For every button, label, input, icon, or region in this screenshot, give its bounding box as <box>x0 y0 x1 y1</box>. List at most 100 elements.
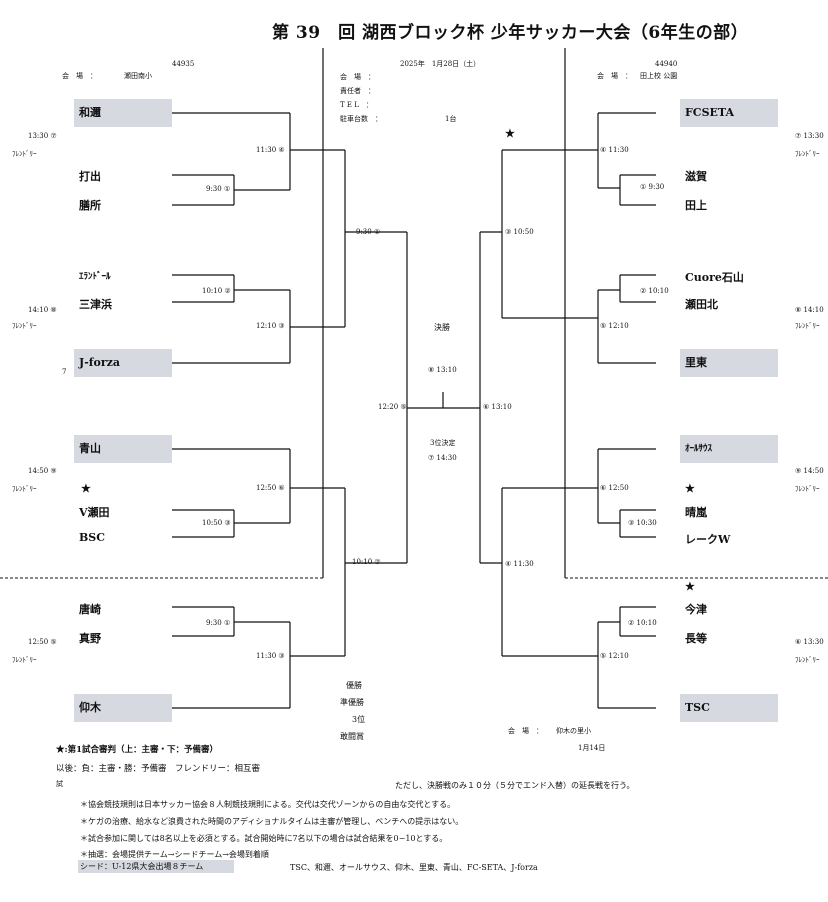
left-match-label: 10:10 ② <box>352 558 381 566</box>
award-third: 3位 <box>352 715 366 724</box>
bottom-right-date: 1月14日 <box>578 744 606 752</box>
center-date: 2025年 1月28日（土） <box>400 60 481 68</box>
left-friendly-label-2: ﾌﾚﾝﾄﾞﾘｰ <box>12 322 37 330</box>
right-match-label: ④ 11:30 <box>505 560 534 568</box>
right-match-label: ⑥ 12:50 <box>600 484 629 492</box>
left-match-label: 11:30 ③ <box>256 652 285 660</box>
left-star-1: ★ <box>81 482 91 495</box>
right-match-label: ③ 10:30 <box>628 519 657 527</box>
left-team-2: 打出 <box>79 170 101 183</box>
left-venue-label: 会 場 ： <box>62 72 97 80</box>
left-team-6: J-forza <box>74 349 172 377</box>
right-match-label: ⑤ 12:10 <box>600 322 629 330</box>
right-venue-label: 会 場 ： <box>597 72 632 80</box>
left-team-12: 仰木 <box>74 694 172 722</box>
bullet-2: ＊ケガの治療、給水など浪費された時間のアディショナルタイムは主審が管理し、ベンチ… <box>80 817 464 826</box>
left-team-5: 三津浜 <box>79 298 112 311</box>
bullet-4: ＊抽選：会場提供チーム→シードチーム→会場到着順 <box>80 850 269 859</box>
small-tag: 試 <box>56 780 63 788</box>
bullet-1: ＊協会競技規則は日本サッカー協会８人制競技規則による。交代は交代ゾーンからの自由… <box>80 800 456 809</box>
right-match-label: ④ 11:30 <box>600 146 629 154</box>
right-friendly-label-2: ﾌﾚﾝﾄﾞﾘｰ <box>795 322 820 330</box>
left-match-label: 9:30 ① <box>206 619 231 627</box>
left-friendly-time-2: 14:10 ⑧ <box>28 306 57 314</box>
right-friendly-time-2: ⑧ 14:10 <box>795 306 824 314</box>
third-place-time: ⑦ 14:30 <box>428 454 457 462</box>
left-match-label: 9:30 ① <box>356 228 381 236</box>
left-friendly-time-3: 14:50 ⑨ <box>28 467 57 475</box>
right-team-5: 瀬田北 <box>685 298 718 311</box>
right-match-label: ③ 10:50 <box>505 228 534 236</box>
left-j-forza-mark: 7 <box>62 368 67 376</box>
left-team-9: BSC <box>79 531 105 544</box>
left-friendly-label-1: ﾌﾚﾝﾄﾞﾘｰ <box>12 150 37 158</box>
right-team-9: レークW <box>685 533 731 546</box>
center-tel: T E L ： <box>340 101 373 109</box>
star-note: ★:第1試合審判（上：主審・下：予備審） <box>56 745 219 755</box>
right-friendly-label-4: ﾌﾚﾝﾄﾞﾘｰ <box>795 656 820 664</box>
right-team-4: Cuore石山 <box>685 271 744 284</box>
left-friendly-label-4: ﾌﾚﾝﾄﾞﾘｰ <box>12 656 37 664</box>
award-runner-up: 準優勝 <box>340 698 364 707</box>
seed-label: シード：U-12県大会出場８チーム <box>78 860 234 873</box>
bottom-right-venue-value: 仰木の里小 <box>556 727 591 735</box>
right-friendly-time-4: ⑥ 13:30 <box>795 638 824 646</box>
award-fighting-spirit: 敢闘賞 <box>340 732 364 741</box>
right-match-label: ⑥ 13:10 <box>483 403 512 411</box>
final-note: ただし、決勝戦のみ１０分（５分でエンド入替）の延長戦を行う。 <box>395 781 635 790</box>
right-team-7: ｵｰﾙｻｳｽ <box>680 435 778 463</box>
right-team-8: 晴嵐 <box>685 506 707 519</box>
left-match-label: 12:50 ⑥ <box>256 484 285 492</box>
center-manager: 責任者 ： <box>340 87 375 95</box>
left-match-label: 12:20 ⑤ <box>378 403 407 411</box>
left-code: 44935 <box>172 60 195 68</box>
left-venue-value: 瀬田南小 <box>124 72 152 80</box>
right-team-12: TSC <box>680 694 778 722</box>
bottom-right-venue-label: 会 場 ： <box>508 727 543 735</box>
left-team-10: 唐崎 <box>79 603 101 616</box>
right-friendly-label-1: ﾌﾚﾝﾄﾞﾘｰ <box>795 150 820 158</box>
right-team-1: FCSETA <box>680 99 778 127</box>
left-match-label: 10:10 ② <box>202 287 231 295</box>
left-friendly-label-3: ﾌﾚﾝﾄﾞﾘｰ <box>12 485 37 493</box>
center-count-label: 駐車台数 ： <box>340 115 382 123</box>
page-title: 第 39 回 湖西ブロック杯 少年サッカー大会（6年生の部） <box>272 23 749 43</box>
seed-teams: TSC、和邇、オールサウス、仰木、里東、青山、FC-SETA、J-forza <box>290 863 538 872</box>
left-team-7: 青山 <box>74 435 172 463</box>
right-team-11: 長等 <box>685 632 707 645</box>
left-friendly-time-4: 12:50 ⑤ <box>28 638 57 646</box>
right-star-1: ★ <box>505 127 515 140</box>
left-team-8: V瀬田 <box>79 506 110 519</box>
right-code: 44940 <box>655 60 678 68</box>
left-team-3: 膳所 <box>79 199 101 212</box>
left-team-1: 和邇 <box>74 99 172 127</box>
third-place-label: 3位決定 <box>430 439 456 447</box>
right-team-2: 滋賀 <box>685 170 707 183</box>
left-match-label: 11:30 ④ <box>256 146 285 154</box>
center-count-value: 1台 <box>445 115 457 123</box>
right-star-2: ★ <box>685 482 695 495</box>
rule-note: 以後：負：主審・勝：予備審 フレンドリー：相互審 <box>56 764 261 774</box>
center-venue: 会 場 ： <box>340 73 375 81</box>
right-match-label: ① 9:30 <box>640 183 665 191</box>
right-friendly-label-3: ﾌﾚﾝﾄﾞﾘｰ <box>795 485 820 493</box>
left-match-label: 10:50 ③ <box>202 519 231 527</box>
right-match-label: ⑤ 12:10 <box>600 652 629 660</box>
right-team-10: 今津 <box>685 603 707 616</box>
left-match-label: 9:30 ① <box>206 185 231 193</box>
right-venue-value: 田上校 公園 <box>640 72 678 80</box>
award-winner: 優勝 <box>346 681 362 690</box>
right-match-label: ② 10:10 <box>640 287 669 295</box>
left-friendly-time-1: 13:30 ⑦ <box>28 132 57 140</box>
right-team-3: 田上 <box>685 199 707 212</box>
left-team-11: 真野 <box>79 632 101 645</box>
right-star-3: ★ <box>685 580 695 593</box>
right-team-6: 里東 <box>680 349 778 377</box>
right-friendly-time-1: ⑦ 13:30 <box>795 132 824 140</box>
bullet-3: ＊試合参加に関しては8名以上を必須とする。試合開始時に7名以下の場合は試合結果を… <box>80 834 448 843</box>
right-friendly-time-3: ⑨ 14:50 <box>795 467 824 475</box>
right-match-label: ② 10:10 <box>628 619 657 627</box>
final-time: ⑧ 13:10 <box>428 366 457 374</box>
final-label: 決勝 <box>434 323 450 332</box>
